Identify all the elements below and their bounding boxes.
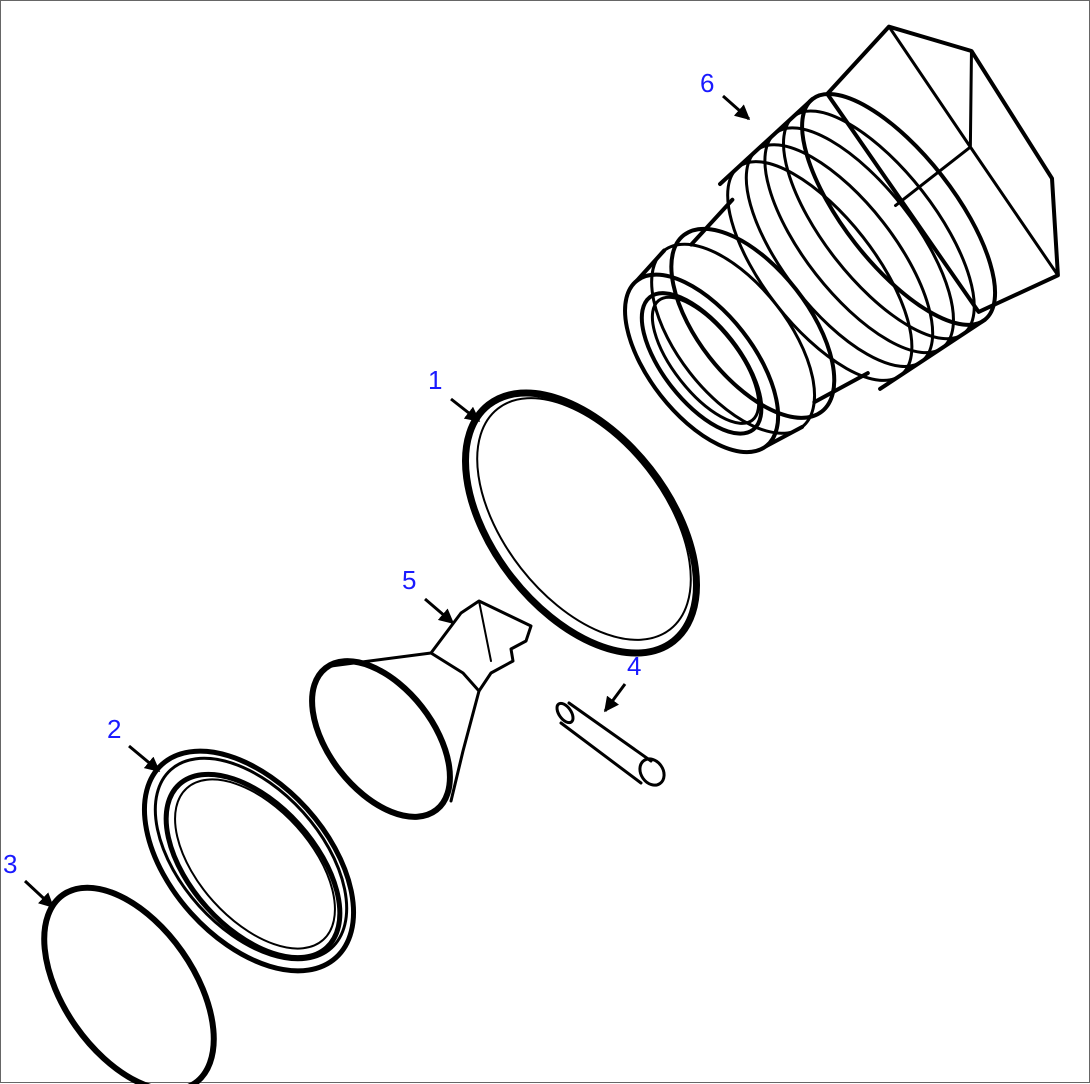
callout-3: 3 bbox=[3, 849, 17, 879]
callout-1: 1 bbox=[428, 365, 442, 395]
leader-5 bbox=[424, 597, 455, 625]
leader-2 bbox=[128, 744, 161, 773]
part-2-ring bbox=[141, 748, 357, 974]
part-1-o-ring bbox=[462, 389, 700, 657]
leader-arrows bbox=[23, 94, 751, 909]
part-5-cone bbox=[309, 599, 533, 820]
part-6-fitting bbox=[623, 24, 1060, 455]
part-4-pin bbox=[555, 701, 666, 787]
leader-1 bbox=[450, 397, 481, 423]
leader-6 bbox=[722, 94, 751, 121]
callout-2: 2 bbox=[107, 714, 121, 744]
callout-4: 4 bbox=[627, 651, 641, 681]
leader-4 bbox=[603, 683, 627, 713]
callout-6: 6 bbox=[700, 68, 714, 98]
part-3-o-ring bbox=[41, 884, 217, 1084]
leader-3 bbox=[23, 879, 55, 909]
callout-5: 5 bbox=[402, 565, 416, 595]
